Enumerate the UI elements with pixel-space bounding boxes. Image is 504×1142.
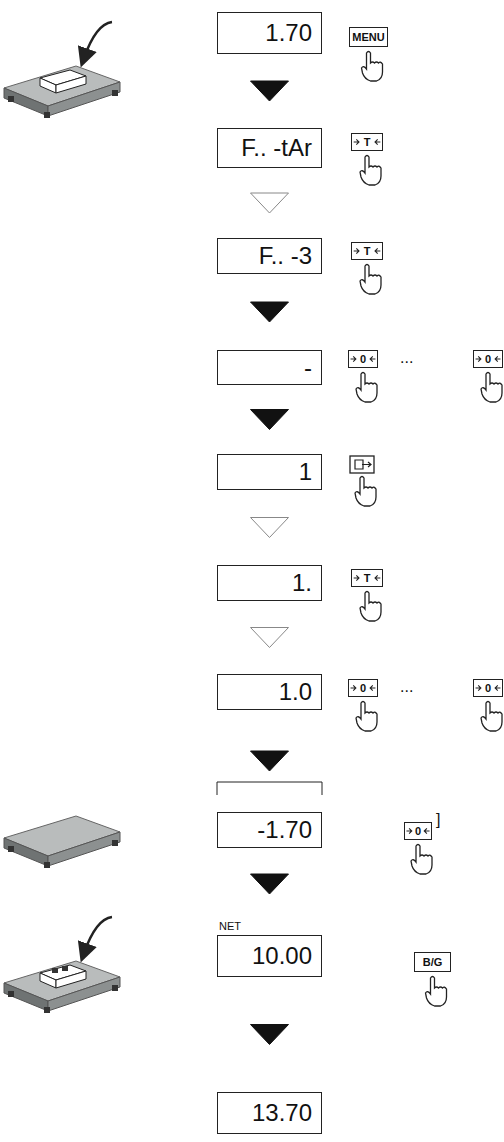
- display-value: 1.0: [279, 678, 312, 706]
- flow-arrow: [251, 385, 289, 454]
- ellipsis: ...: [400, 349, 413, 367]
- pointing-hand: [411, 845, 432, 875]
- display-value: F.. -3: [259, 242, 312, 270]
- display-box: F.. -3: [217, 238, 322, 274]
- display-value: F.. -tAr: [241, 134, 312, 162]
- flow-arrow: [251, 977, 289, 1092]
- key-button: B/G: [414, 952, 451, 972]
- display-box: 1.: [217, 565, 322, 601]
- pointing-hand: [356, 373, 377, 403]
- display-box: 1.0: [217, 674, 322, 710]
- key-label: 0: [485, 353, 491, 365]
- flow-arrow: [251, 601, 289, 674]
- key-label: 0: [360, 682, 366, 694]
- key-button: 0: [348, 679, 378, 697]
- flow-arrow: [251, 490, 289, 565]
- flow-arrow: [251, 274, 289, 350]
- key-label: T: [364, 572, 371, 584]
- display-value: 13.70: [252, 1099, 312, 1127]
- display-box: F.. -tAr: [217, 128, 322, 168]
- key-label: 0: [360, 353, 366, 365]
- key-button: T: [351, 569, 383, 587]
- ellipsis: ...: [400, 678, 413, 696]
- flow-arrow: [251, 54, 289, 128]
- display-value: -1.70: [257, 816, 312, 844]
- pointing-hand: [360, 156, 381, 186]
- key-button: T: [351, 242, 383, 260]
- key-button: MENU: [349, 27, 388, 47]
- key-button: 0: [348, 350, 378, 368]
- pointing-hand: [355, 477, 376, 507]
- pointing-hand: [426, 977, 447, 1007]
- key-label: T: [364, 245, 371, 257]
- net-indicator: NET: [219, 920, 241, 932]
- key-button: 0: [473, 350, 503, 368]
- flow-arrow: [251, 168, 289, 238]
- flow-arrow: [251, 710, 289, 812]
- key-label: 0: [485, 682, 491, 694]
- display-box: NET10.00: [217, 935, 322, 977]
- display-value: 1: [299, 458, 312, 486]
- display-box: -1.70: [217, 812, 322, 848]
- key-button: 0: [404, 822, 432, 840]
- display-value: -: [304, 354, 312, 382]
- pointing-hand: [356, 702, 377, 732]
- display-value: 10.00: [252, 942, 312, 970]
- key-label: 0: [415, 825, 421, 837]
- pointing-hand: [362, 52, 383, 82]
- display-box: 1: [217, 454, 322, 490]
- key-label: B/G: [423, 956, 443, 968]
- pointing-hand: [360, 265, 381, 295]
- pointing-hand: [360, 592, 381, 622]
- display-box: 13.70: [217, 1092, 322, 1134]
- key-button: T: [351, 133, 383, 151]
- display-box: 1.70: [217, 12, 322, 54]
- pointing-hand: [481, 373, 502, 403]
- pointing-hand: [481, 702, 502, 732]
- key-button: 0: [473, 679, 503, 697]
- display-value: 1.70: [265, 19, 312, 47]
- bracket-mark: ]: [436, 811, 440, 829]
- key-label: T: [364, 136, 371, 148]
- display-value: 1.: [292, 569, 312, 597]
- display-box: -: [217, 350, 322, 385]
- flow-arrow: [251, 848, 289, 920]
- key-label: MENU: [352, 31, 384, 43]
